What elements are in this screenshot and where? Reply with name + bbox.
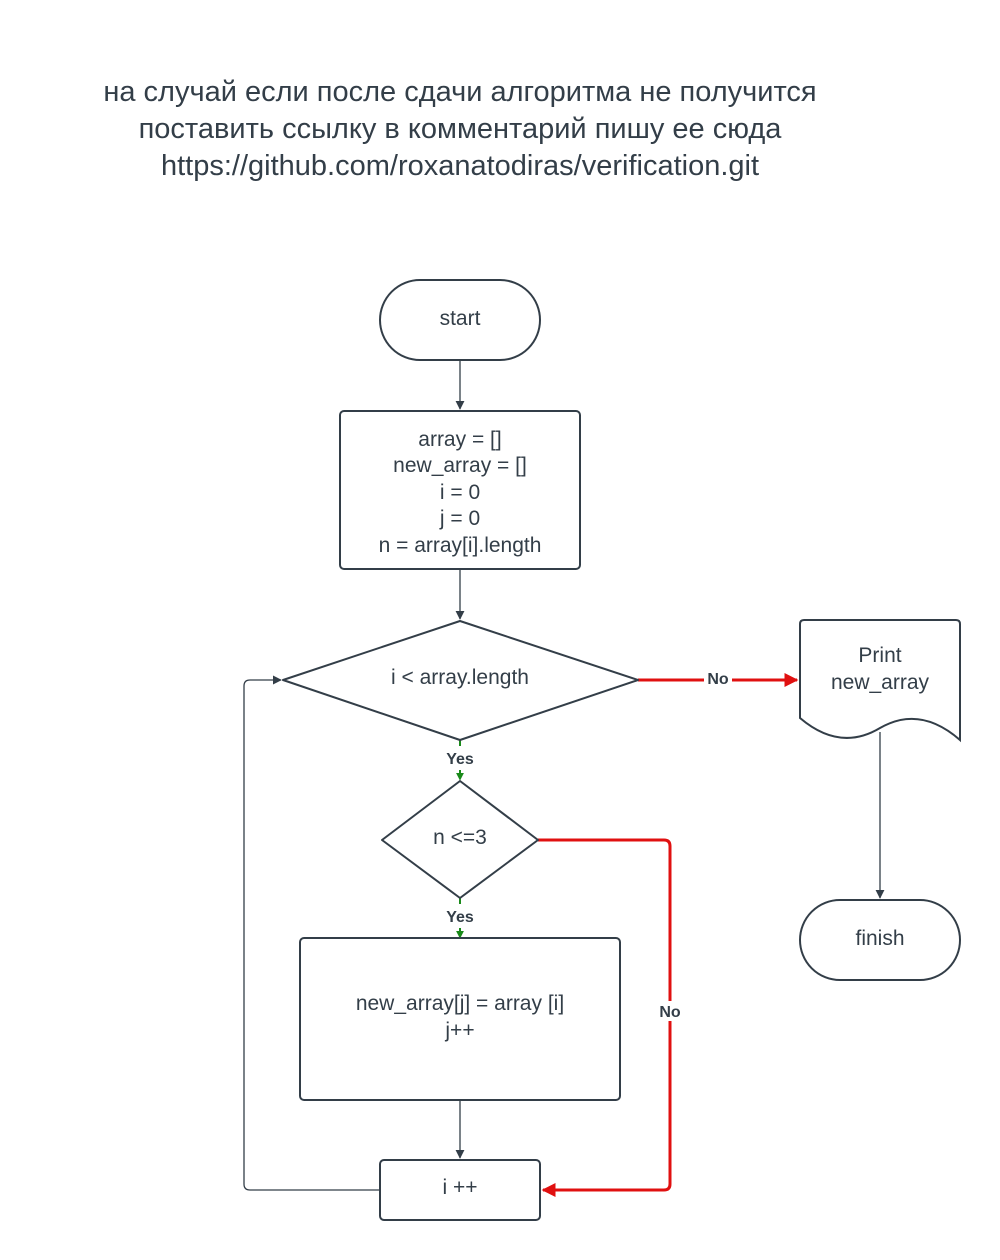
start-terminal: start [379, 279, 541, 361]
edge-label-loop-no: No [704, 669, 732, 689]
svg-text:j++: j++ [444, 1019, 474, 1042]
finish-terminal: finish [799, 899, 961, 981]
svg-text:i < array.length: i < array.length [391, 666, 529, 689]
svg-text:i ++: i ++ [442, 1176, 477, 1199]
svg-text:Yes: Yes [446, 909, 474, 926]
svg-text:No: No [707, 671, 729, 688]
svg-text:Yes: Yes [446, 751, 474, 768]
svg-text:new_array: new_array [831, 671, 930, 694]
assign-process-box: new_array[j] = array [i] j++ [299, 937, 621, 1101]
header-note: на случай если после сдачи алгоритма не … [0, 74, 920, 185]
svg-text:start: start [440, 307, 481, 330]
svg-text:No: No [659, 1004, 681, 1021]
init-process-box: array = [] new_array = [] i = 0 j = 0 n … [339, 410, 581, 570]
header-line-2: поставить ссылку в комментарий пишу ее с… [138, 113, 782, 145]
svg-text:Print: Print [858, 644, 901, 667]
svg-text:finish: finish [855, 927, 904, 950]
header-line-3: https://github.com/roxanatodiras/verific… [160, 150, 760, 182]
svg-text:new_array = []: new_array = [] [393, 454, 527, 477]
length-condition-decision: n <=3 [381, 780, 539, 899]
increment-process-box: i ++ [379, 1159, 541, 1221]
edge-label-length-yes: Yes [442, 906, 478, 926]
svg-text:new_array[j] = array [i]: new_array[j] = array [i] [356, 992, 564, 1015]
svg-text:i = 0: i = 0 [440, 481, 480, 504]
header-line-1: на случай если после сдачи алгоритма не … [103, 76, 817, 108]
print-output-document: Print new_array [799, 619, 961, 743]
svg-text:array = []: array = [] [418, 428, 501, 451]
svg-text:n <=3: n <=3 [433, 826, 487, 849]
svg-text:n = array[i].length: n = array[i].length [379, 534, 542, 557]
edge-label-loop-yes: Yes [442, 748, 478, 768]
edge-increment-loop-back [243, 675, 380, 1191]
edge-label-length-no: No [655, 1001, 685, 1021]
loop-condition-decision: i < array.length [282, 620, 639, 741]
svg-text:j = 0: j = 0 [439, 507, 480, 530]
